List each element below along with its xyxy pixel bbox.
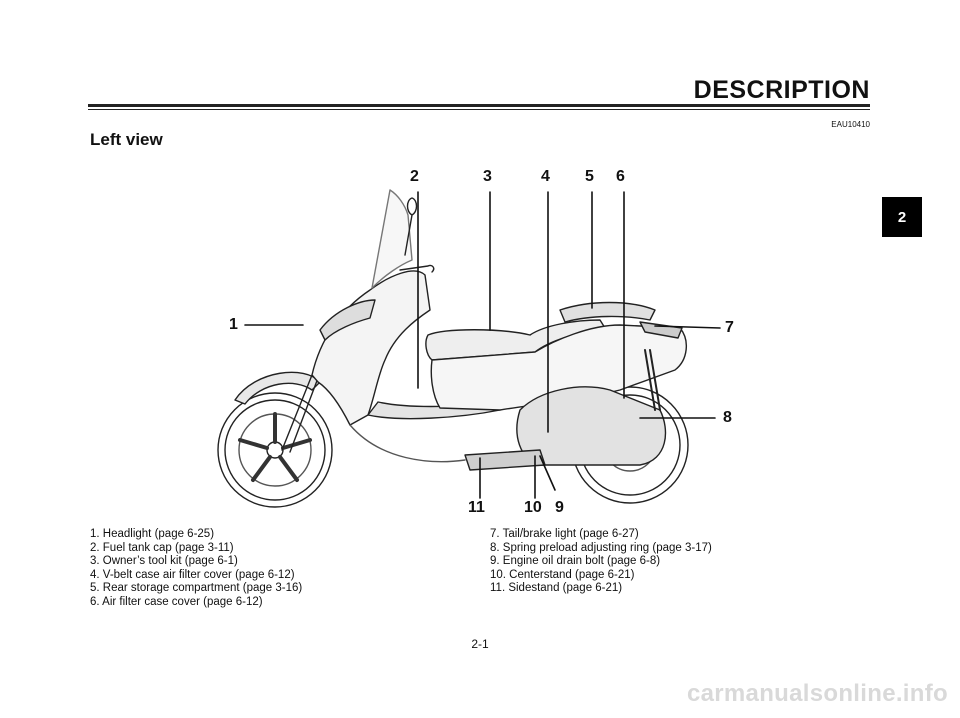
watermark: carmanualsonline.info (686, 680, 948, 707)
front-wheel (217, 392, 333, 508)
callout-3: 3 (483, 168, 492, 185)
legend-item: 2. Fuel tank cap (page 3-11) (90, 541, 234, 554)
underbody-line (349, 424, 466, 463)
legend-item: 10. Centerstand (page 6-21) (490, 568, 635, 581)
rear-shock (644, 349, 661, 411)
callout-9: 9 (555, 499, 564, 516)
heading-rule-thick (88, 104, 870, 107)
scooter-diagram (217, 189, 721, 508)
section-title: Left view (90, 130, 163, 149)
heading-rule-thin (88, 109, 870, 110)
mirror (404, 197, 418, 256)
legend-item: 5. Rear storage compartment (page 3-16) (90, 582, 303, 595)
stands (464, 449, 546, 471)
legend-right: 7. Tail/brake light (page 6-27) 8. Sprin… (490, 528, 712, 596)
legend-item: 8. Spring preload adjusting ring (page 3… (490, 541, 712, 554)
legend-item: 3. Owner’s tool kit (page 6-1) (90, 555, 238, 568)
callout-7: 7 (725, 319, 734, 336)
windscreen (371, 189, 413, 289)
rear-storage (559, 301, 656, 323)
page-heading: DESCRIPTION (693, 76, 870, 104)
callout-10: 10 (524, 499, 542, 516)
callout-11: 11 (468, 499, 485, 516)
legend-item: 1. Headlight (page 6-25) (90, 528, 215, 540)
callout-6: 6 (616, 168, 625, 185)
legend-left: 1. Headlight (page 6-25) 2. Fuel tank ca… (90, 528, 302, 610)
callout-4: 4 (541, 168, 550, 185)
legend-item: 6. Air filter case cover (page 6-12) (90, 595, 263, 608)
front-body (311, 270, 431, 426)
callout-2: 2 (410, 168, 419, 185)
callout-8: 8 (723, 409, 732, 426)
engine-case (516, 386, 667, 466)
legend-item: 9. Engine oil drain bolt (page 6-8) (490, 555, 661, 568)
callout-5: 5 (585, 168, 594, 185)
front-fender (234, 371, 321, 405)
legend-item: 7. Tail/brake light (page 6-27) (490, 528, 639, 540)
chapter-tab[interactable]: 2 (882, 197, 922, 237)
legend-item: 11. Sidestand (page 6-21) (490, 582, 623, 595)
rear-body (430, 324, 687, 411)
page-number: 2-1 (471, 637, 489, 651)
handlebar (399, 264, 435, 273)
headlight (319, 299, 376, 341)
legend-item: 4. V-belt case air filter cover (page 6-… (90, 568, 295, 581)
seat (425, 319, 606, 361)
front-fork (281, 374, 319, 453)
callout-1: 1 (229, 316, 238, 333)
doc-code: EAU10410 (831, 120, 870, 129)
leader-lines (244, 191, 721, 499)
